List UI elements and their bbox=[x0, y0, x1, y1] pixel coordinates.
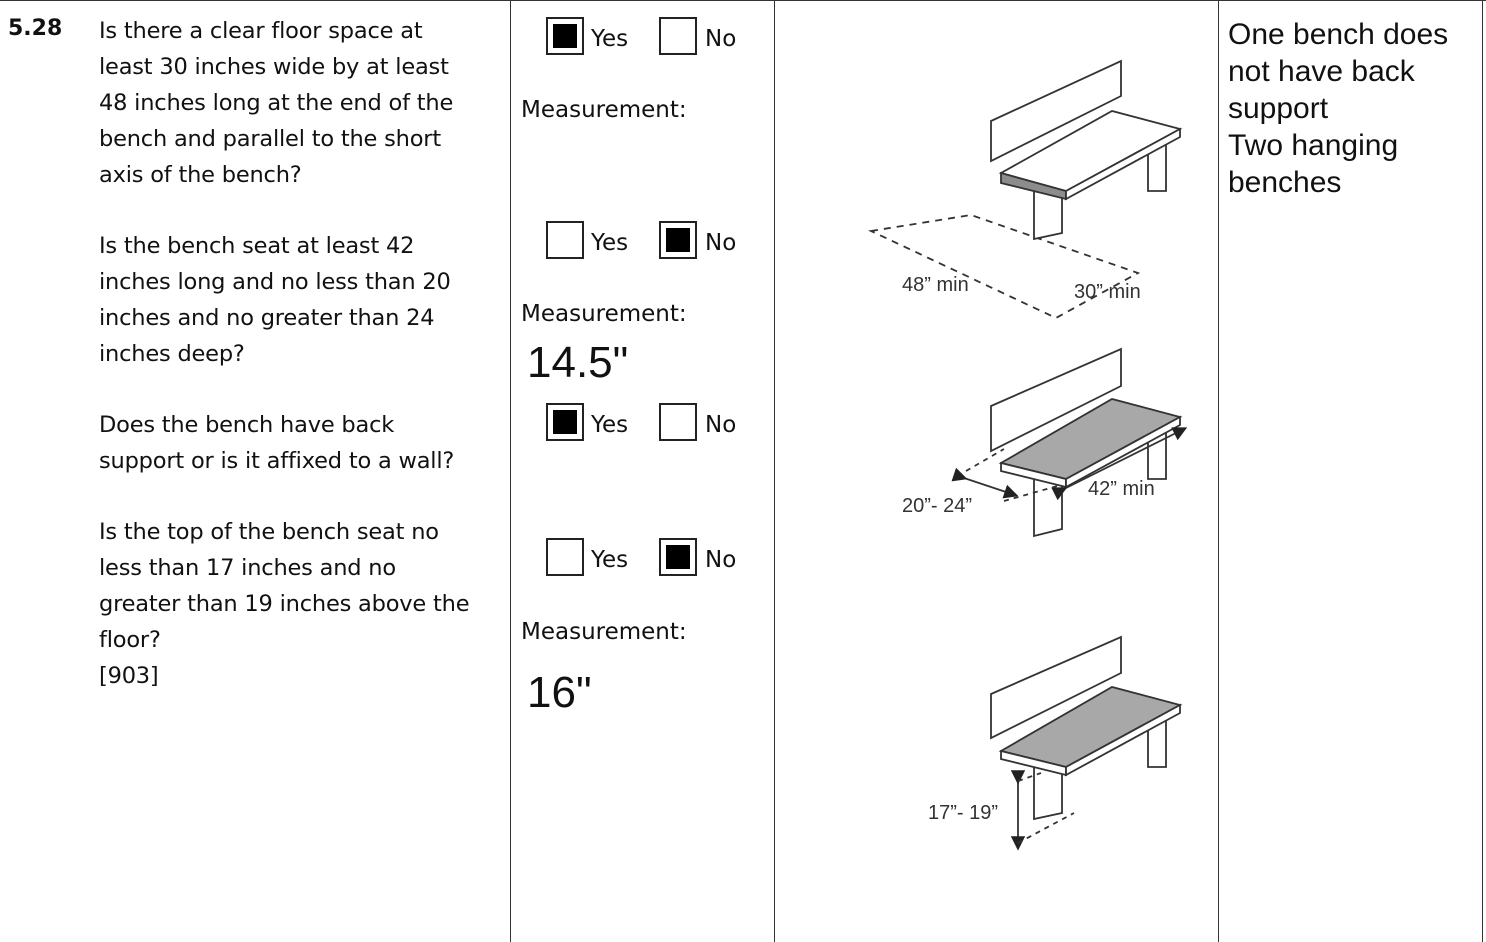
no-checkbox[interactable] bbox=[659, 221, 697, 259]
table-top-border bbox=[0, 0, 1486, 1]
no-label: No bbox=[705, 230, 737, 256]
yes-label: Yes bbox=[591, 547, 629, 573]
yes-label: Yes bbox=[591, 412, 629, 438]
measurement-label: Measurement: bbox=[521, 619, 687, 645]
bench-clear-floor-figure bbox=[867, 59, 1183, 320]
bench-seat-size-figure bbox=[951, 347, 1188, 538]
dimension-label: 48” min bbox=[902, 274, 969, 296]
dimension-label: 30” min bbox=[1074, 281, 1141, 303]
no-checkbox[interactable] bbox=[659, 538, 697, 576]
column-divider bbox=[774, 0, 775, 942]
yes-checkbox[interactable] bbox=[546, 403, 584, 441]
yes-label: Yes bbox=[591, 26, 629, 52]
yes-checkbox[interactable] bbox=[546, 538, 584, 576]
measurement-value: 16" bbox=[527, 668, 592, 717]
yes-label: Yes bbox=[591, 230, 629, 256]
dimension-label: 20”- 24” bbox=[902, 495, 972, 517]
bench-illustrations: 48” min 30” min 20”- 24” 42” min 17”- 19… bbox=[867, 59, 1188, 851]
no-checkbox[interactable] bbox=[659, 17, 697, 55]
column-divider bbox=[1218, 0, 1219, 942]
dimension-label: 17”- 19” bbox=[928, 802, 998, 824]
yes-checkbox[interactable] bbox=[546, 17, 584, 55]
no-label: No bbox=[705, 547, 737, 573]
yes-checkbox[interactable] bbox=[546, 221, 584, 259]
dimension-label: 42” min bbox=[1088, 478, 1155, 500]
bench-seat-height-figure bbox=[990, 635, 1183, 851]
item-number: 5.28 bbox=[8, 16, 63, 41]
no-checkbox[interactable] bbox=[659, 403, 697, 441]
no-label: No bbox=[705, 412, 737, 438]
measurement-value: 14.5" bbox=[527, 338, 629, 387]
measurement-label: Measurement: bbox=[521, 97, 687, 123]
column-divider bbox=[1482, 0, 1483, 942]
column-divider bbox=[510, 0, 511, 942]
no-label: No bbox=[705, 26, 737, 52]
measurement-label: Measurement: bbox=[521, 301, 687, 327]
